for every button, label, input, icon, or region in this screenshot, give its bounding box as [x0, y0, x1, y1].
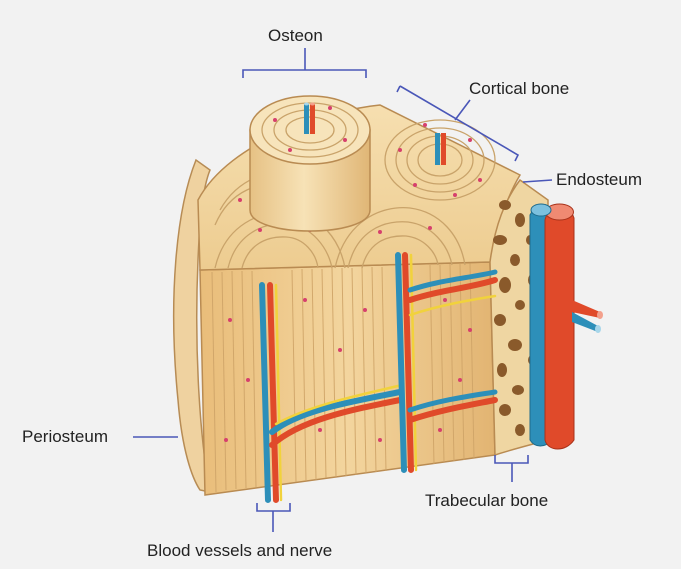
- label-endosteum: Endosteum: [556, 170, 642, 190]
- osteon-cylinder: [250, 96, 370, 231]
- label-osteon: Osteon: [268, 26, 323, 46]
- osteon-bracket: [243, 48, 366, 78]
- label-periosteum: Periosteum: [22, 427, 108, 447]
- label-vessels-nerve: Blood vessels and nerve: [147, 541, 332, 561]
- label-trabecular-bone: Trabecular bone: [425, 491, 548, 511]
- trabecular-bracket: [495, 455, 528, 482]
- label-cortical-bone: Cortical bone: [469, 79, 569, 99]
- vessels-bracket: [257, 503, 290, 532]
- large-vessels: [530, 204, 603, 449]
- endosteum-leader: [523, 180, 552, 182]
